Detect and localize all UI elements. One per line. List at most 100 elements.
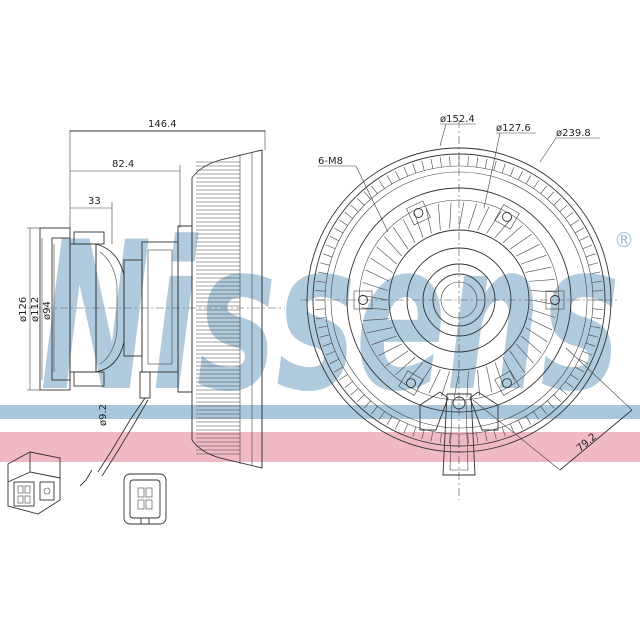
housing-tooth [517,170,523,180]
housing-tooth [403,423,408,434]
housing-tooth [565,212,574,219]
housing-tooth [570,374,579,381]
housing-tooth [412,163,417,174]
dim-dia-239-8: ø239.8 [556,128,591,139]
connector-perspective [7,451,61,515]
housing-tooth [533,180,540,189]
housing-tooth [484,158,488,169]
cooling-fin [530,309,556,318]
housing-tooth [322,342,333,347]
housing-tooth [356,394,365,403]
cooling-fin [376,246,397,265]
cooling-fin [416,366,432,389]
housing-tooth [317,271,328,275]
housing-tooth [476,157,479,168]
housing-tooth [344,381,353,388]
housing-tooth [540,406,547,415]
housing-tooth [339,219,348,226]
cooling-fin [525,266,552,273]
housing-tooth [363,191,371,200]
cooling-fin [502,225,523,244]
housing-tooth [517,420,523,430]
housing-tooth [510,423,515,434]
dim-dia-112: ø112 [30,297,41,322]
housing-tooth [334,366,344,373]
housing-tooth [412,426,417,437]
housing-tooth [329,358,339,364]
housing-tooth [570,219,579,226]
cooling-fin [386,350,409,366]
housing-tooth [559,388,568,396]
watermark-blue-band [0,405,640,419]
cooling-fin [425,207,432,234]
side-dimensions: 146.4 82.4 33 ø126 ø112 ø94 ø9.2 [18,119,266,426]
housing-tooth [533,411,540,420]
dim-dia-94: ø94 [42,301,53,320]
housing-tooth [316,280,327,283]
cooling-fin [521,335,542,354]
housing-tooth [540,185,547,194]
cooling-fin [458,202,465,229]
housing-tooth [591,317,602,320]
housing-tooth [439,157,442,168]
housing-tooth [329,236,339,242]
housing-tooth [588,334,599,338]
cooling-fin [468,203,477,229]
housing-tooth [378,180,385,189]
housing-tooth [501,163,506,174]
cooling-fin [466,371,469,398]
cooling-fin [502,356,515,381]
housing-tooth [350,204,359,212]
dim-dia-126: ø126 [18,297,29,322]
dim-dia-127-6: ø127.6 [496,123,531,134]
cooling-fin [486,211,502,234]
dim-dia-152-4: ø152.4 [440,114,475,125]
dim-total-depth: 146.4 [148,119,177,130]
cooling-fin [528,279,555,282]
housing-tooth [510,166,515,177]
housing-tooth [319,262,330,266]
housing-tooth [421,160,425,171]
cooling-fin [395,356,416,375]
housing-tooth [449,156,451,167]
cooling-fin [515,244,540,257]
housing-tooth [467,156,469,167]
cooling-fin [530,290,557,293]
housing-tooth [559,204,568,212]
cooling-fin [477,206,490,231]
housing-tooth [350,388,359,396]
housing-tooth [315,308,326,310]
housing-tooth [493,160,497,171]
housing-tooth [395,420,401,430]
dim-bolt-pattern: 6-M8 [318,156,343,167]
cooling-fin [477,369,480,396]
housing-tooth [585,342,596,347]
cooling-fin [509,350,525,373]
housing-tooth [501,426,506,437]
housing-tooth [579,358,589,364]
cooling-fin [525,327,548,343]
cooling-fin [403,219,416,244]
housing-tooth [430,431,434,442]
housing-tooth [339,374,348,381]
cooling-fin [362,282,388,291]
housing-tooth [322,253,333,258]
cooling-fin [449,202,452,229]
side-view [28,149,285,487]
bolt-hole [406,200,431,226]
cooling-fin [521,255,547,265]
housing-tooth [579,236,589,242]
housing-tooth [591,280,602,283]
housing-tooth [371,185,378,194]
watermark-pink-band [0,432,640,462]
bolt-hole [494,204,520,230]
bolt-hole [398,370,424,396]
watermark-registered-mark: ® [614,228,634,252]
watermark-brand: Nissens [40,199,620,437]
housing-tooth [325,351,336,356]
cooling-fin [515,343,534,364]
cooling-fin [428,369,441,394]
cooling-fin [366,327,393,334]
